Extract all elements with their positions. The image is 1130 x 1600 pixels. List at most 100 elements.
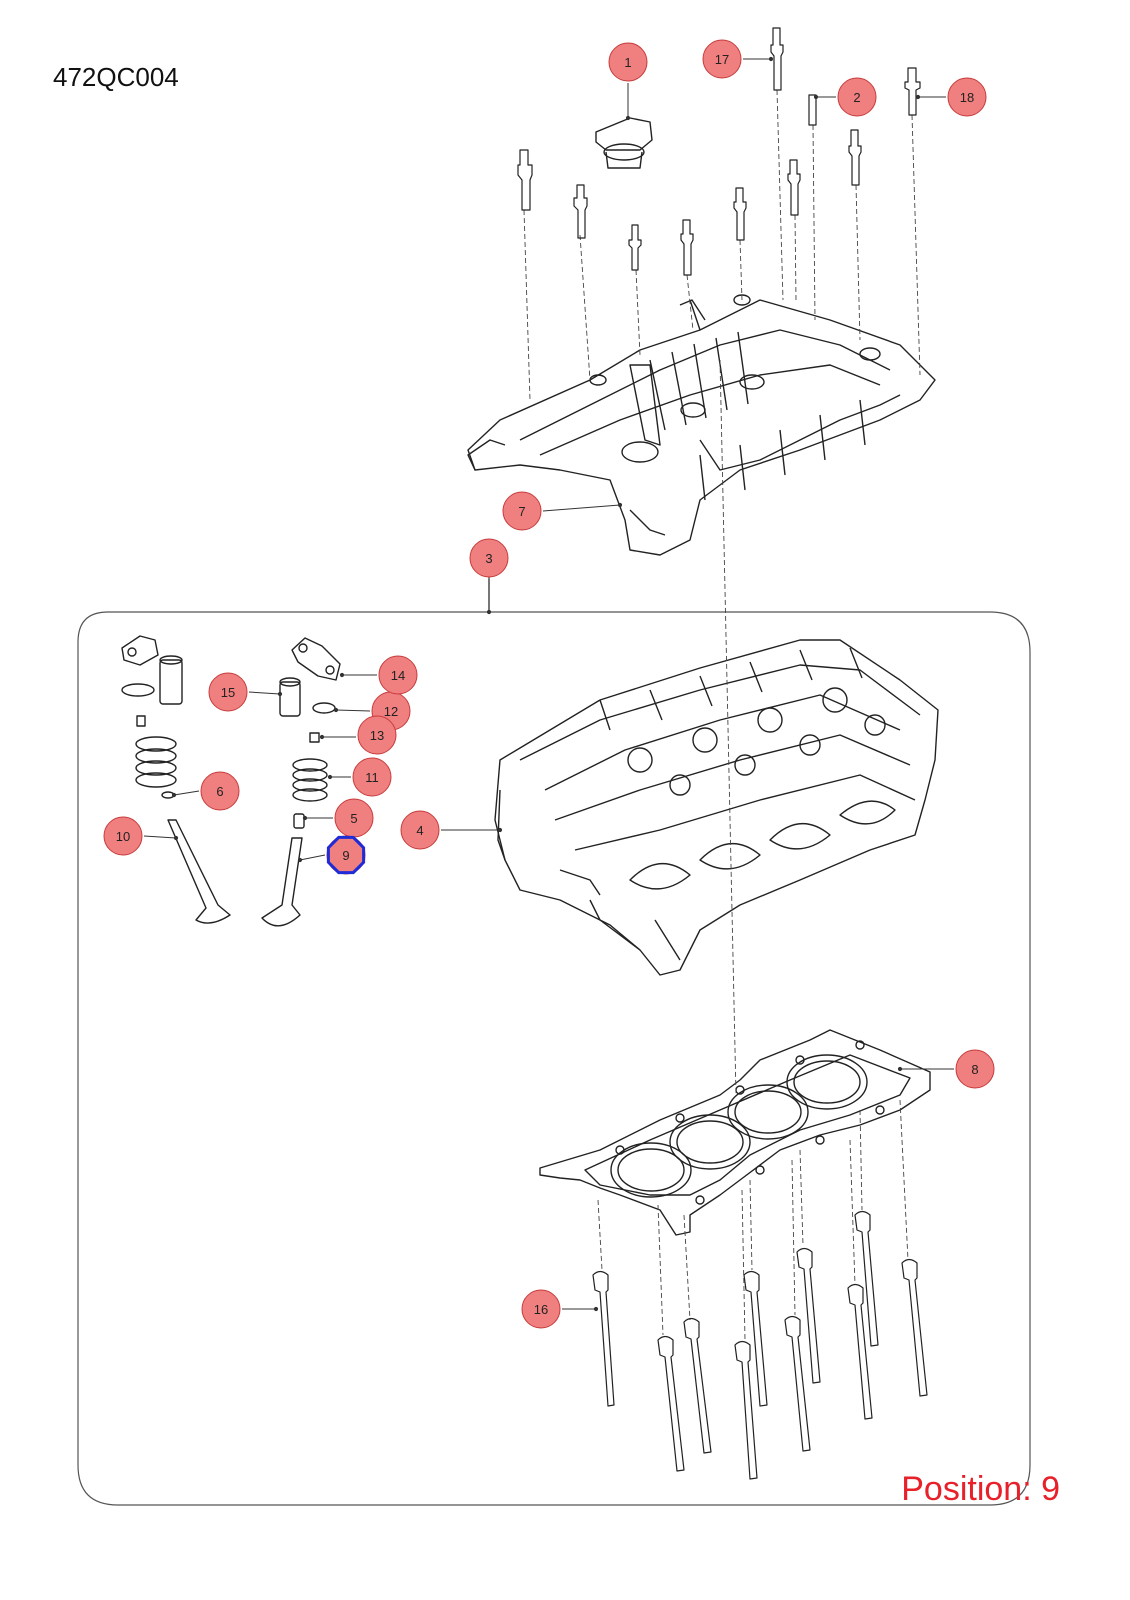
callout-leader-tip-8 xyxy=(897,1066,903,1072)
callout-5[interactable]: 5 xyxy=(334,798,374,838)
cylinder-head-cover-art xyxy=(467,294,936,556)
callout-leader-tip-4 xyxy=(497,827,503,833)
callout-label-3: 3 xyxy=(485,551,492,566)
callout-bubble-8[interactable] xyxy=(955,1049,995,1089)
intake-valve-art xyxy=(261,837,303,927)
position-indicator: Position: 9 xyxy=(901,1470,1060,1508)
callout-bubble-4[interactable] xyxy=(400,810,440,850)
callout-label-15: 15 xyxy=(221,685,235,700)
callout-6[interactable]: 6 xyxy=(200,771,240,811)
callout-label-1: 1 xyxy=(624,55,631,70)
callout-15[interactable]: 15 xyxy=(208,672,248,712)
valve-keeper-right-art xyxy=(309,732,320,743)
subassembly-frame xyxy=(77,611,1031,1506)
callout-label-14: 14 xyxy=(391,668,405,683)
assembly-axes xyxy=(523,89,921,1341)
callout-3[interactable]: 3 xyxy=(469,538,509,578)
callout-leader-6 xyxy=(173,790,200,796)
callout-label-10: 10 xyxy=(116,829,130,844)
callout-4[interactable]: 4 xyxy=(400,810,440,850)
callout-leader-tip-7 xyxy=(617,502,623,508)
callout-label-18: 18 xyxy=(960,90,974,105)
callout-bubble-15[interactable] xyxy=(208,672,248,712)
callout-label-7: 7 xyxy=(518,504,525,519)
callout-leader-10 xyxy=(143,835,177,839)
valve-stem-seal-left-art xyxy=(136,715,146,727)
valve-spring-left-art xyxy=(135,736,177,788)
callout-bubble-7[interactable] xyxy=(502,491,542,531)
callout-bubble-6[interactable] xyxy=(200,771,240,811)
callout-14[interactable]: 14 xyxy=(378,655,418,695)
callout-bubble-18[interactable] xyxy=(947,77,987,117)
callout-label-17: 17 xyxy=(715,52,729,67)
valve-spring-right-art xyxy=(292,758,328,802)
callout-bubble-10[interactable] xyxy=(103,816,143,856)
callout-leader-tip-3 xyxy=(486,609,492,615)
callout-leader-tip-12 xyxy=(333,707,339,713)
callout-bubble-14[interactable] xyxy=(378,655,418,695)
head-gasket-art xyxy=(539,1029,931,1236)
callout-label-6: 6 xyxy=(216,784,223,799)
callout-leader-tip-16 xyxy=(593,1306,599,1312)
callout-label-2: 2 xyxy=(853,90,860,105)
callout-leader-tip-18 xyxy=(915,94,921,100)
callout-leader-7 xyxy=(542,504,621,512)
callout-label-5: 5 xyxy=(350,811,357,826)
callout-leader-tip-10 xyxy=(173,835,179,841)
rocker-arm-right-art xyxy=(291,637,341,681)
oil-filler-cap-art xyxy=(595,117,653,169)
callout-label-4: 4 xyxy=(416,823,423,838)
callout-9[interactable]: 9 xyxy=(326,835,366,875)
callout-leader-9 xyxy=(299,854,326,861)
callout-11[interactable]: 11 xyxy=(352,757,392,797)
callout-leaders xyxy=(143,56,954,1312)
callout-17[interactable]: 17 xyxy=(702,39,742,79)
callout-leader-15 xyxy=(248,691,281,695)
callout-leader-tip-9 xyxy=(297,857,303,863)
callout-leader-tip-1 xyxy=(625,115,631,121)
callout-leader-tip-6 xyxy=(171,792,177,798)
lash-adjuster-left-art xyxy=(159,655,183,705)
callout-bubble-16[interactable] xyxy=(521,1289,561,1329)
callout-leader-tip-14 xyxy=(339,672,345,678)
head-bolts-art xyxy=(592,1210,928,1480)
callout-13[interactable]: 13 xyxy=(357,715,397,755)
callout-8[interactable]: 8 xyxy=(955,1049,995,1089)
callout-1[interactable]: 1 xyxy=(608,42,648,82)
callout-18[interactable]: 18 xyxy=(947,77,987,117)
callout-7[interactable]: 7 xyxy=(502,491,542,531)
callout-label-11: 11 xyxy=(365,770,379,785)
callout-bubble-17[interactable] xyxy=(702,39,742,79)
callout-label-16: 16 xyxy=(534,1302,548,1317)
callout-2[interactable]: 2 xyxy=(837,77,877,117)
lash-adjuster-right-art xyxy=(279,677,301,717)
callout-leader-tip-11 xyxy=(327,774,333,780)
spring-retainer-right-art xyxy=(312,702,336,714)
exhaust-valve-art xyxy=(167,819,231,924)
callout-label-8: 8 xyxy=(971,1062,978,1077)
callout-label-13: 13 xyxy=(370,728,384,743)
callout-bubble-13[interactable] xyxy=(357,715,397,755)
callout-bubble-1[interactable] xyxy=(608,42,648,82)
callout-leader-12 xyxy=(335,709,371,712)
valve-stem-seal-right-art xyxy=(293,813,305,829)
callout-bubble-2[interactable] xyxy=(837,77,877,117)
callout-bubble-3[interactable] xyxy=(469,538,509,578)
rocker-arm-left-art xyxy=(121,635,159,666)
callout-leader-tip-13 xyxy=(319,734,325,740)
callout-16[interactable]: 16 xyxy=(521,1289,561,1329)
callout-leader-tip-17 xyxy=(768,56,774,62)
callout-label-9: 9 xyxy=(342,848,349,863)
callout-bubble-11[interactable] xyxy=(352,757,392,797)
cylinder-head-art xyxy=(494,639,939,976)
callout-leader-tip-15 xyxy=(277,691,283,697)
callout-10[interactable]: 10 xyxy=(103,816,143,856)
selected-callout-highlight xyxy=(326,835,366,875)
callout-label-12: 12 xyxy=(384,704,398,719)
spring-seat-left-art xyxy=(121,683,155,697)
callout-leader-tip-2 xyxy=(813,94,819,100)
diagram-code: 472QC004 xyxy=(53,62,179,92)
